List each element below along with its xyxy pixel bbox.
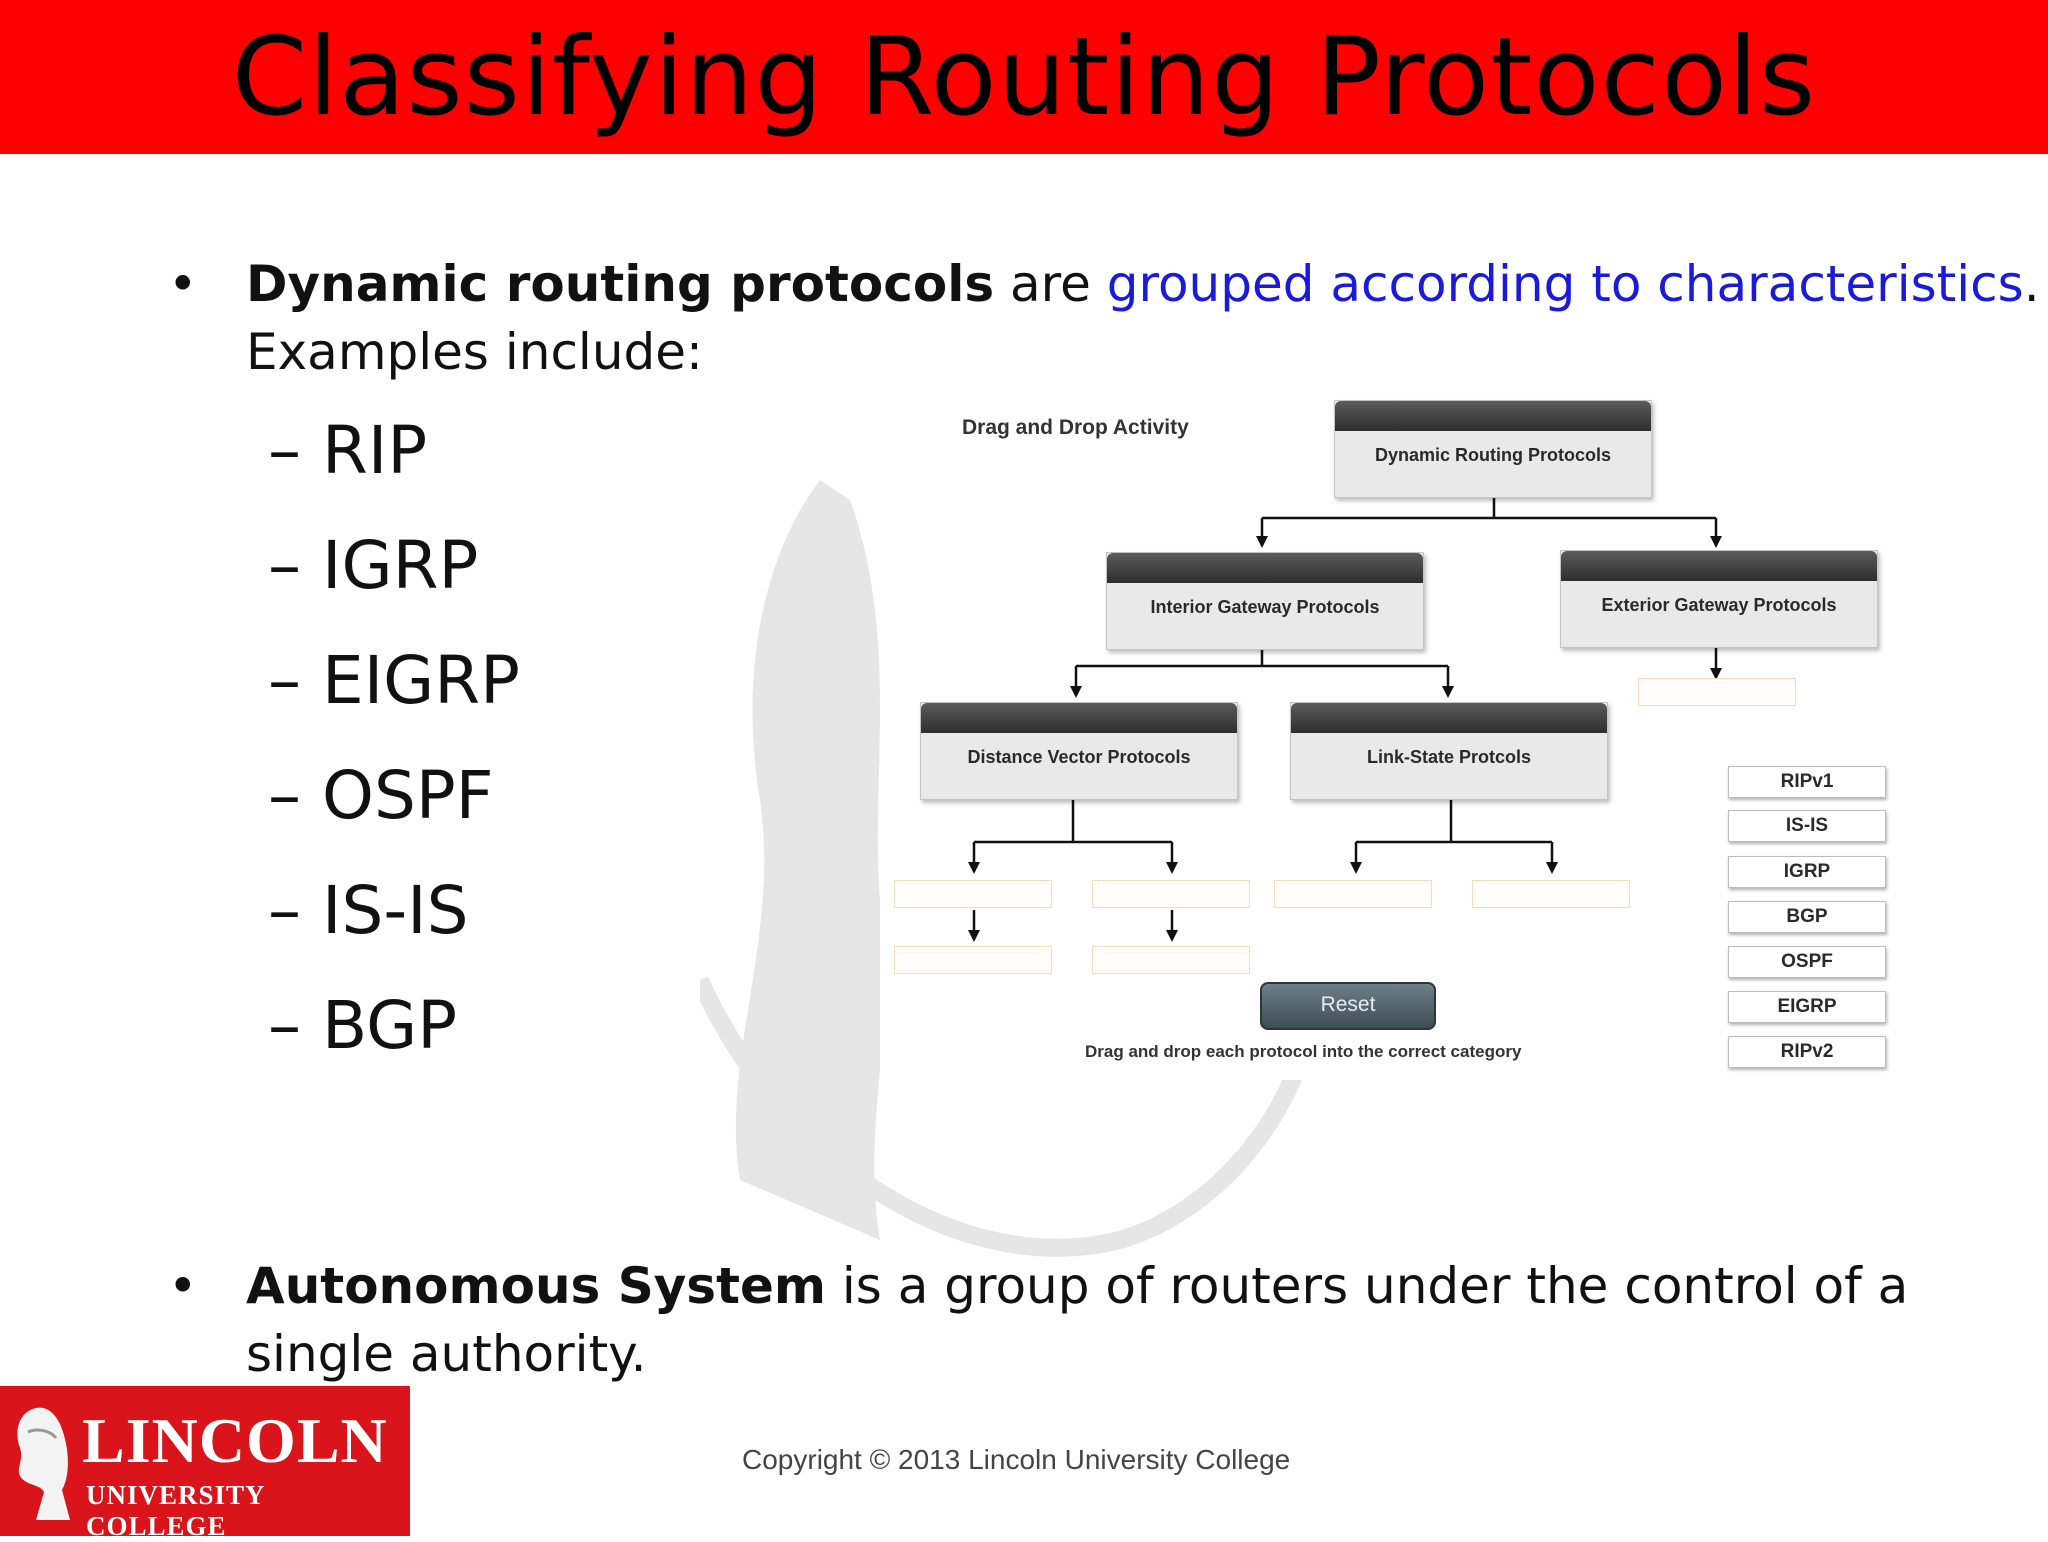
node-header [1291, 703, 1607, 733]
node-header [1335, 401, 1651, 431]
node-header [1107, 553, 1423, 583]
reset-button[interactable]: Reset [1260, 982, 1436, 1030]
node-distance-vector: Distance Vector Protocols [920, 702, 1238, 800]
drop-target-ls-1[interactable] [1274, 880, 1432, 908]
protocol-chip-ospf[interactable]: OSPF [1728, 946, 1886, 978]
list-item: –RIP [268, 412, 428, 489]
list-item: –OSPF [268, 757, 494, 834]
node-label: Exterior Gateway Protocols [1601, 595, 1837, 615]
node-interior-gateway: Interior Gateway Protocols [1106, 552, 1424, 650]
drop-target-ls-2[interactable] [1472, 880, 1630, 908]
bullet-text: Autonomous System is a group of routers … [246, 1257, 1909, 1315]
drop-target-dv-1[interactable] [894, 880, 1052, 908]
bullet-dot: • [168, 1257, 198, 1315]
protocol-chip-ripv1[interactable]: RIPv1 [1728, 766, 1886, 798]
statue-head-icon [17, 1407, 70, 1520]
drop-target-dv-4[interactable] [1092, 946, 1250, 974]
node-label: Interior Gateway Protocols [1150, 597, 1380, 617]
activity-instruction: Drag and drop each protocol into the cor… [1085, 1042, 1522, 1061]
list-item: –EIGRP [268, 642, 520, 719]
node-label: Dynamic Routing Protocols [1374, 445, 1612, 465]
protocol-chip-ripv2[interactable]: RIPv2 [1728, 1036, 1886, 1068]
activity-title: Drag and Drop Activity [962, 416, 1189, 439]
protocol-chip-eigrp[interactable]: EIGRP [1728, 991, 1886, 1023]
copyright-text: Copyright © 2013 Lincoln University Coll… [742, 1444, 1291, 1475]
list-item: –IS-IS [268, 872, 469, 949]
list-item: –BGP [268, 987, 458, 1064]
node-link-state: Link-State Protcols [1290, 702, 1608, 800]
tree-connectors [968, 496, 1722, 942]
drop-target-exterior[interactable] [1638, 678, 1796, 706]
logo-line2: UNIVERSITY COLLEGE [86, 1480, 265, 1541]
protocol-chip-igrp[interactable]: IGRP [1728, 856, 1886, 888]
bullet-text: Dynamic routing protocols are grouped ac… [246, 255, 2040, 313]
highlight-text: grouped according to characteristics [1106, 255, 2024, 313]
protocol-list: –RIP –IGRP –EIGRP –OSPF –IS-IS –BGP [268, 405, 520, 1095]
node-exterior-gateway: Exterior Gateway Protocols [1560, 550, 1878, 648]
university-logo: LINCOLN UNIVERSITY COLLEGE [0, 1386, 410, 1541]
bullet-dot: • [168, 255, 198, 313]
drag-drop-activity: Drag and Drop Activity Dynamic Routing P… [880, 390, 1900, 1080]
bullet-text-line2: single authority. [246, 1325, 647, 1383]
slide-title: Classifying Routing Protocols [231, 14, 1817, 140]
list-item: –IGRP [268, 527, 479, 604]
node-dynamic-routing: Dynamic Routing Protocols [1334, 400, 1652, 498]
drop-target-dv-2[interactable] [1092, 880, 1250, 908]
drop-target-dv-3[interactable] [894, 946, 1052, 974]
logo-line1: LINCOLN [82, 1405, 388, 1476]
node-label: Distance Vector Protocols [967, 747, 1191, 767]
node-header [1561, 551, 1877, 581]
protocol-chip-isis[interactable]: IS-IS [1728, 810, 1886, 842]
protocol-chip-bgp[interactable]: BGP [1728, 901, 1886, 933]
node-label: Link-State Protcols [1366, 747, 1532, 767]
statue-watermark [700, 480, 1309, 1257]
title-bar: Classifying Routing Protocols [0, 0, 2048, 154]
node-header [921, 703, 1237, 733]
bullet-text-line2: Examples include: [246, 323, 703, 381]
